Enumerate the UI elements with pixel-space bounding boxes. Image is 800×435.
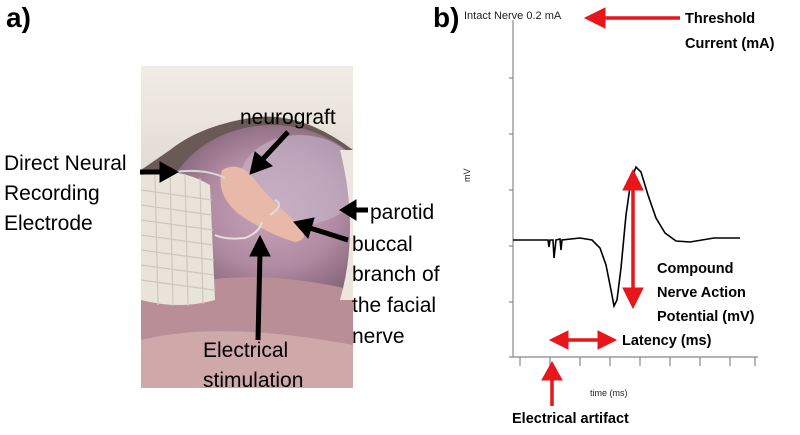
recording-electrode-label-line2: Recording bbox=[4, 182, 100, 205]
artifact-arrowhead bbox=[541, 360, 563, 381]
stimulation-arrowhead bbox=[249, 234, 271, 257]
cnap-label-line2: Nerve Action bbox=[657, 285, 746, 301]
trace-title: Intact Nerve 0.2 mA bbox=[464, 10, 562, 22]
buccal-branch-label-line2: branch of bbox=[352, 263, 440, 286]
latency-arrowhead-right bbox=[597, 330, 618, 350]
x-axis-ticks bbox=[519, 357, 756, 366]
buccal-branch-label-line1: buccal bbox=[352, 233, 413, 256]
neurograft-label: neurograft bbox=[240, 106, 336, 129]
recording-electrode-label-line1: Direct Neural bbox=[4, 152, 127, 175]
cnap-label-line3: Potential (mV) bbox=[657, 309, 755, 325]
electrical-stimulation-label-line2: stimulation bbox=[203, 369, 304, 392]
neurograft-arrowhead bbox=[249, 151, 273, 175]
recording-electrode-label-line3: Electrode bbox=[4, 212, 93, 235]
cnap-arrowhead-bottom bbox=[622, 287, 644, 310]
recording-arrowhead bbox=[159, 161, 180, 183]
cnap-arrowhead-top bbox=[622, 168, 644, 191]
latency-label: Latency (ms) bbox=[622, 333, 712, 349]
cnap-label-line1: Compound bbox=[657, 261, 734, 277]
y-axis-unit: mV bbox=[462, 168, 472, 183]
panel-b-letter: b) bbox=[433, 2, 460, 33]
parotid-arrowhead bbox=[339, 199, 357, 221]
threshold-label-line1: Threshold bbox=[685, 11, 756, 27]
threshold-arrowhead bbox=[583, 7, 606, 29]
panel-a-letter: a) bbox=[6, 2, 31, 33]
y-axis-ticks bbox=[509, 77, 513, 358]
electrical-artifact-label: Electrical artifact bbox=[512, 411, 629, 427]
buccal-arrowhead bbox=[293, 217, 315, 240]
x-axis-label: time (ms) bbox=[590, 388, 628, 398]
threshold-label-line2: Current (mA) bbox=[685, 36, 775, 52]
latency-arrowhead-left bbox=[548, 330, 569, 350]
buccal-branch-label-line4: nerve bbox=[352, 325, 405, 348]
electrical-stimulation-label-line1: Electrical bbox=[203, 339, 289, 362]
buccal-branch-label-line3: the facial bbox=[352, 294, 437, 317]
parotid-label: parotid bbox=[370, 201, 435, 224]
